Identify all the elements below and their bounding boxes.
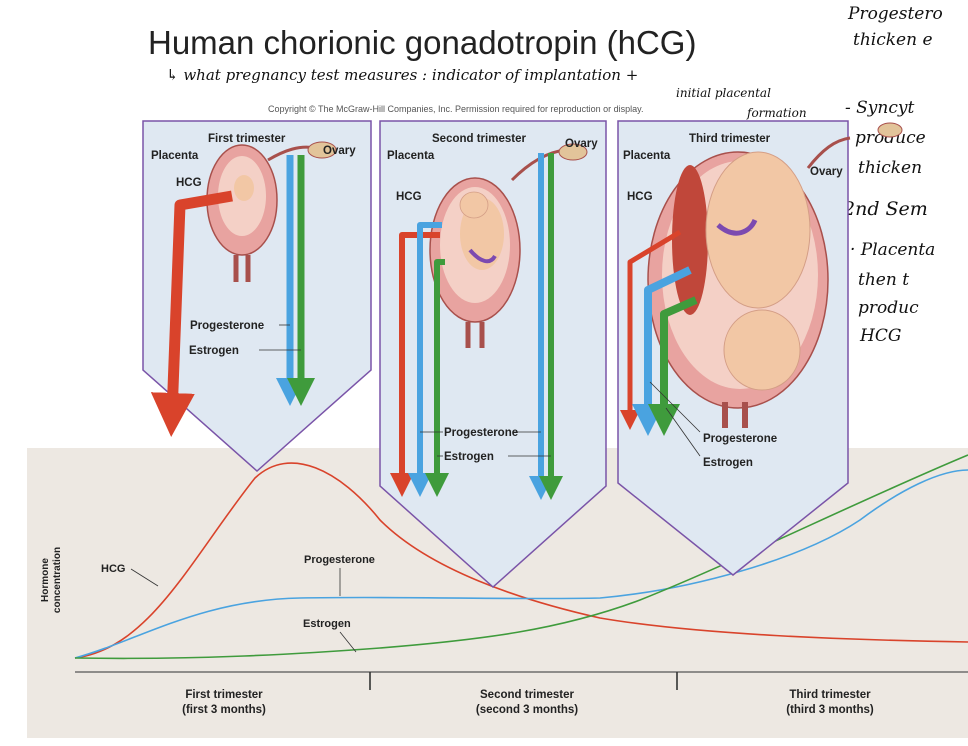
handwritten-note-line-3: formation: [747, 106, 807, 120]
panel-1-progesterone: Progesterone: [190, 320, 264, 332]
third-trimester-panel: [617, 120, 903, 576]
copyright-notice: Copyright © The McGraw-Hill Companies, I…: [268, 104, 644, 114]
panel-2-placenta: Placenta: [387, 150, 435, 162]
panel-3-trimester: Third trimester: [689, 133, 771, 145]
y-axis-label-1: Hormone: [40, 558, 51, 602]
side-note-7: · Placenta: [850, 240, 936, 260]
hcg-curve: [74, 462, 968, 659]
graph-estrogen-label: Estrogen: [303, 618, 351, 630]
handwritten-note-line-1: ↳ what pregnancy test measures : indicat…: [166, 66, 639, 84]
side-note-3: - Syncyt: [845, 98, 915, 118]
y-axis-label-2: concentration: [52, 547, 63, 613]
period-1-detail: (first 3 months): [182, 704, 266, 716]
side-note-4: produce: [855, 128, 926, 148]
panel-2-trimester: Second trimester: [432, 133, 526, 145]
panel-3-hcg: HCG: [627, 191, 653, 203]
side-note-8: then t: [858, 270, 910, 290]
period-2-name: Second trimester: [480, 689, 574, 701]
handwritten-note-line-2: initial placental: [676, 86, 771, 100]
panel-3-progesterone: Progesterone: [703, 433, 777, 445]
progesterone-curve: [74, 469, 968, 659]
side-note-2: thicken e: [853, 30, 933, 50]
period-1-name: First trimester: [185, 689, 263, 701]
panel-2-progesterone: Progesterone: [444, 427, 518, 439]
graph-estrogen-leader: [339, 631, 357, 653]
panel-1-placenta: Placenta: [151, 150, 199, 162]
graph-progesterone-label: Progesterone: [304, 554, 375, 566]
panel-1-estrogen: Estrogen: [189, 345, 239, 357]
panel-1-ovary: Ovary: [323, 145, 356, 157]
panel-3-estrogen: Estrogen: [703, 457, 753, 469]
graph-hcg-leader: [130, 568, 159, 587]
side-note-5: thicken: [858, 158, 923, 178]
period-2-detail: (second 3 months): [476, 704, 578, 716]
panel-3-placenta: Placenta: [623, 150, 671, 162]
panel-3-ovary: Ovary: [810, 166, 843, 178]
second-trimester-panel: [379, 120, 607, 589]
estrogen-curve: [74, 454, 968, 660]
panel-1-trimester: First trimester: [208, 133, 286, 145]
side-note-6: 2nd Sem: [843, 198, 928, 220]
graph-hcg-label: HCG: [101, 563, 125, 575]
panel-1-hcg: HCG: [176, 177, 202, 189]
side-note-10: HCG: [860, 326, 902, 346]
side-note-9: produc: [858, 298, 919, 318]
first-trimester-panel: [142, 120, 372, 473]
period-3-detail: (third 3 months): [786, 704, 874, 716]
panel-2-estrogen: Estrogen: [444, 451, 494, 463]
page-title: Human chorionic gonadotropin (hCG): [148, 24, 697, 61]
side-note-1: Progestero: [848, 4, 943, 24]
panel-2-ovary: Ovary: [565, 138, 598, 150]
period-3-name: Third trimester: [789, 689, 871, 701]
panel-2-hcg: HCG: [396, 191, 422, 203]
